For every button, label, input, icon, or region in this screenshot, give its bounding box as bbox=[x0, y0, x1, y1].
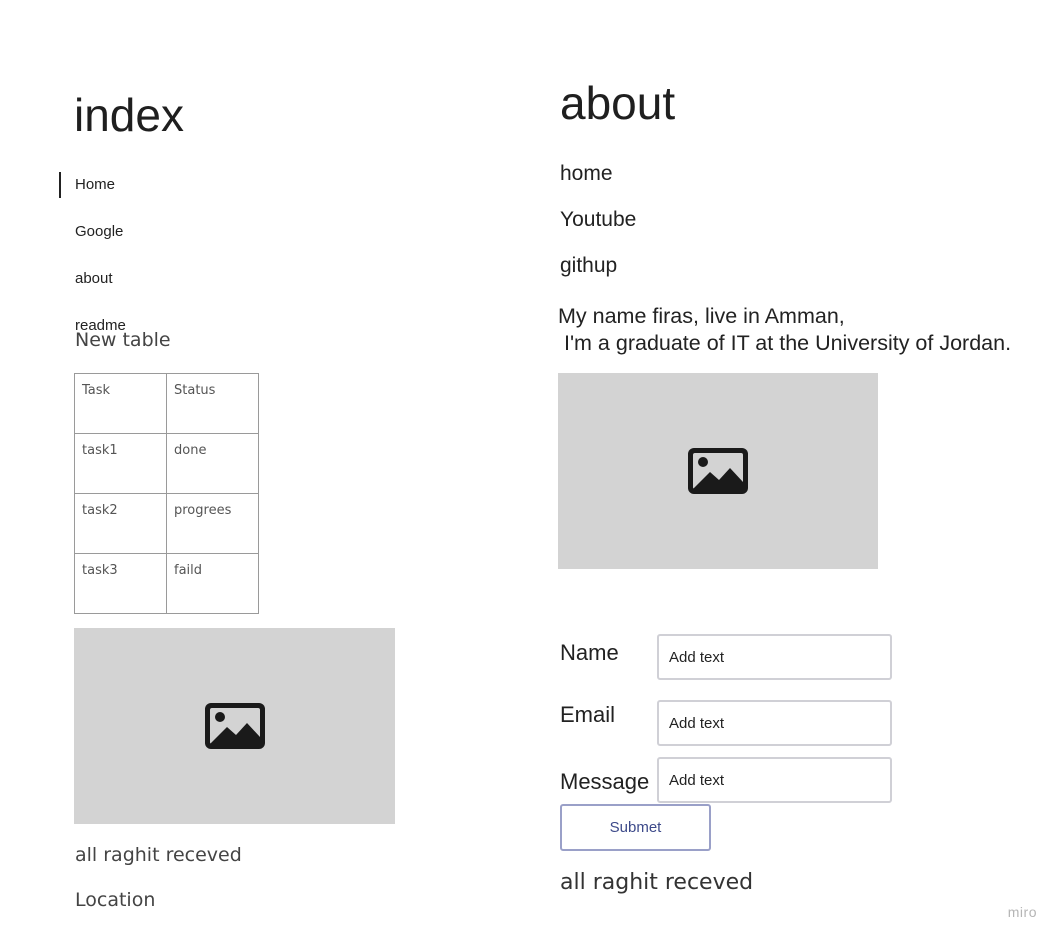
footer-rights-right: all raghit receved bbox=[560, 870, 754, 895]
email-label: Email bbox=[560, 702, 616, 727]
image-placeholder-left bbox=[74, 628, 395, 824]
miro-watermark: miro bbox=[1007, 904, 1037, 920]
table-row: task2 progrees bbox=[74, 493, 259, 554]
submit-button[interactable]: Submet bbox=[560, 804, 711, 851]
table-cell: progrees bbox=[166, 493, 259, 554]
nav-item-home[interactable]: Home bbox=[75, 176, 116, 193]
table-cell: task1 bbox=[74, 433, 167, 494]
nav-item-readme[interactable]: readme bbox=[75, 317, 126, 334]
nav-active-indicator bbox=[59, 172, 61, 198]
bio-text: My name firas, live in Amman, I'm a grad… bbox=[558, 304, 1012, 355]
image-icon bbox=[688, 448, 748, 494]
table-caption: New table bbox=[75, 329, 171, 351]
page-title-index: index bbox=[74, 89, 184, 141]
image-placeholder-right bbox=[558, 373, 878, 569]
table-row: task3 faild bbox=[74, 553, 259, 614]
link-github[interactable]: githup bbox=[560, 254, 618, 277]
table-header-status: Status bbox=[166, 373, 259, 434]
name-field[interactable] bbox=[657, 634, 892, 680]
table-cell: task3 bbox=[74, 553, 167, 614]
table-cell: done bbox=[166, 433, 259, 494]
table-cell: task2 bbox=[74, 493, 167, 554]
table-row: task1 done bbox=[74, 433, 259, 494]
link-home[interactable]: home bbox=[560, 162, 613, 185]
page-title-about: about bbox=[560, 77, 676, 129]
task-table: Task Status task1 done task2 progrees ta… bbox=[74, 373, 259, 614]
location-text: Location bbox=[75, 889, 156, 911]
table-header-row: Task Status bbox=[74, 373, 259, 434]
nav-item-google[interactable]: Google bbox=[75, 223, 124, 240]
email-field[interactable] bbox=[657, 700, 892, 746]
table-header-task: Task bbox=[74, 373, 167, 434]
message-field[interactable] bbox=[657, 757, 892, 803]
nav-item-about[interactable]: about bbox=[75, 270, 113, 287]
image-icon bbox=[204, 703, 265, 749]
name-label: Name bbox=[560, 640, 619, 665]
link-youtube[interactable]: Youtube bbox=[560, 208, 637, 231]
message-label: Message bbox=[560, 769, 650, 794]
table-cell: faild bbox=[166, 553, 259, 614]
footer-rights-left: all raghit receved bbox=[75, 844, 242, 866]
